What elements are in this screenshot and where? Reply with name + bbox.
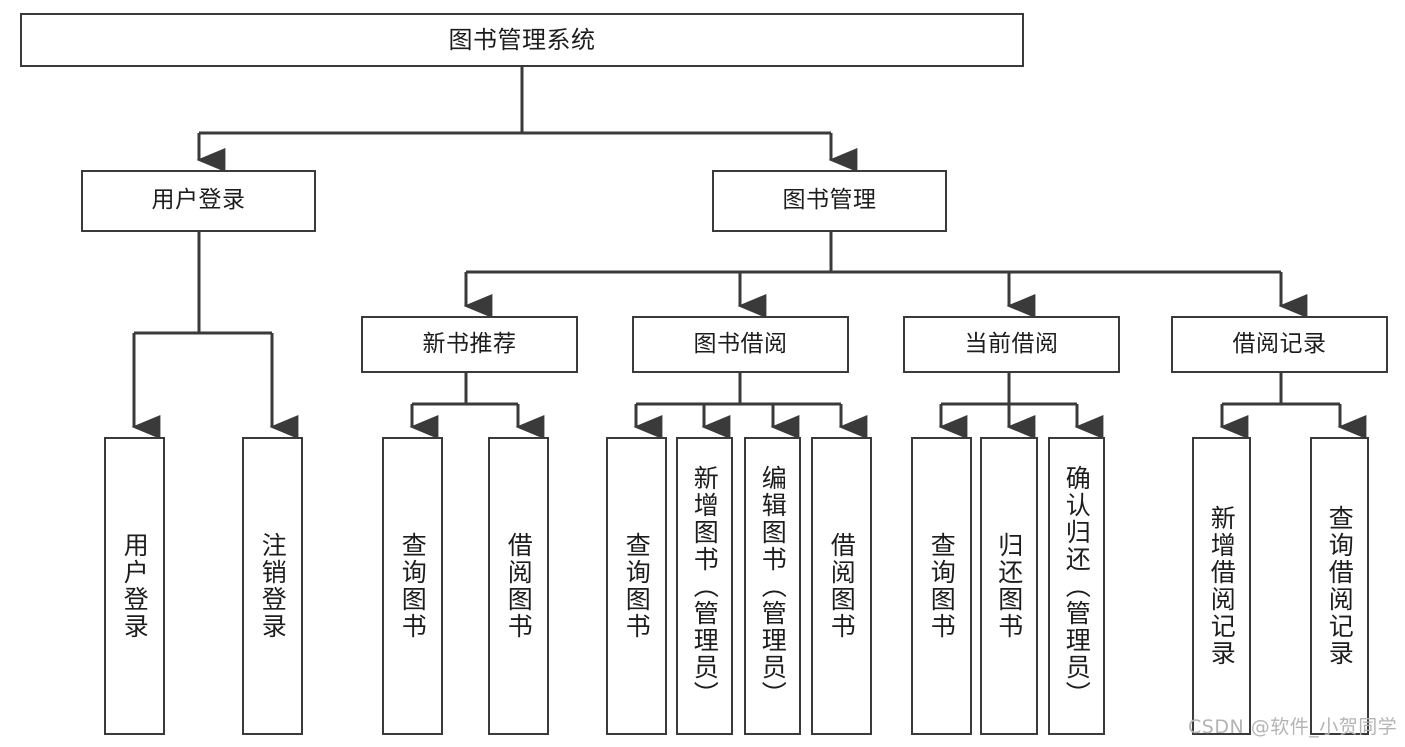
- node-root-book-management-system[interactable]: 图书管理系统: [20, 13, 1024, 67]
- watermark: CSDN @软件_小贺同学: [1188, 716, 1398, 738]
- leaf-user-login[interactable]: 用户登录: [104, 437, 165, 735]
- node-label: 编辑图书（管理员）: [758, 464, 788, 708]
- leaf-return-book[interactable]: 归还图书: [980, 437, 1038, 735]
- leaf-logout[interactable]: 注销登录: [242, 437, 303, 735]
- leaf-borrow-book-new[interactable]: 借阅图书: [488, 437, 549, 735]
- node-label: 确认归还（管理员）: [1062, 464, 1092, 708]
- node-label: 图书借阅: [693, 330, 788, 357]
- node-label: 查询图书: [398, 532, 428, 640]
- leaf-query-book-borrow[interactable]: 查询图书: [606, 437, 667, 735]
- leaf-query-borrow-record[interactable]: 查询借阅记录: [1310, 437, 1369, 735]
- leaf-query-book-new[interactable]: 查询图书: [382, 437, 443, 735]
- node-label: 查询借阅记录: [1325, 505, 1355, 667]
- node-book-management[interactable]: 图书管理: [712, 170, 947, 232]
- node-label: 图书管理: [782, 187, 877, 214]
- node-label: 借阅图书: [504, 532, 534, 640]
- leaf-edit-book-admin[interactable]: 编辑图书（管理员）: [744, 437, 801, 735]
- node-label: 归还图书: [994, 532, 1024, 640]
- leaf-confirm-return-admin[interactable]: 确认归还（管理员）: [1048, 437, 1105, 735]
- leaf-query-book-current[interactable]: 查询图书: [911, 437, 972, 735]
- node-label: 新书推荐: [422, 330, 517, 357]
- node-new-book-recommend[interactable]: 新书推荐: [361, 316, 578, 373]
- node-label: 借阅记录: [1232, 330, 1327, 357]
- node-user-login[interactable]: 用户登录: [81, 170, 316, 232]
- node-label: 查询图书: [927, 532, 957, 640]
- node-label: 用户登录: [151, 187, 246, 214]
- node-current-borrow[interactable]: 当前借阅: [903, 316, 1120, 373]
- leaf-add-book-admin[interactable]: 新增图书（管理员）: [676, 437, 733, 735]
- leaf-borrow-book[interactable]: 借阅图书: [811, 437, 872, 735]
- node-label: 用户登录: [120, 532, 150, 640]
- node-label: 查询图书: [622, 532, 652, 640]
- node-label: 当前借阅: [964, 330, 1059, 357]
- node-label: 新增借阅记录: [1207, 505, 1237, 667]
- node-label: 新增图书（管理员）: [690, 464, 720, 708]
- leaf-add-borrow-record[interactable]: 新增借阅记录: [1192, 437, 1251, 735]
- node-label: 图书管理系统: [448, 25, 596, 54]
- node-book-borrow[interactable]: 图书借阅: [632, 316, 849, 373]
- node-label: 注销登录: [258, 532, 288, 640]
- node-label: 借阅图书: [827, 532, 857, 640]
- node-borrow-record[interactable]: 借阅记录: [1171, 316, 1388, 373]
